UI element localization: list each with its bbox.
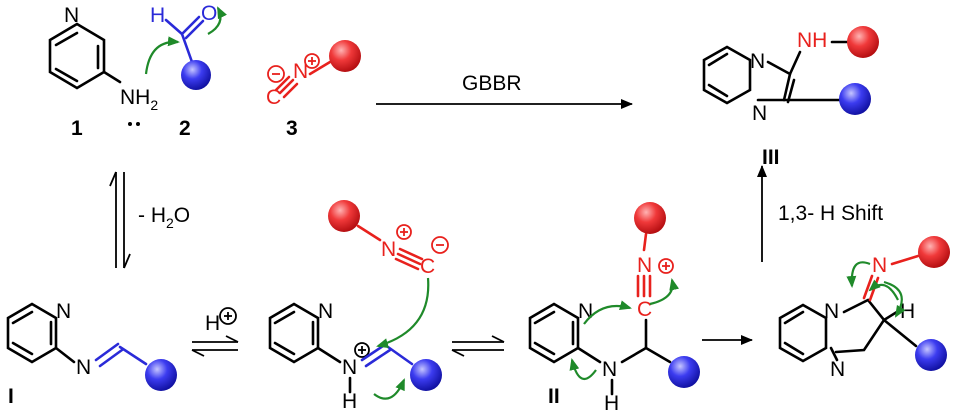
compound-1: NH NH2 1 [48,22,158,140]
compound-I: N N I [6,300,177,408]
iminium-intermediate: N N H N C [268,200,449,411]
electron-arrow [373,378,406,400]
electron-arrow [649,278,680,306]
c2-o-label: O [201,2,217,25]
cII-iso-c: C [637,298,652,321]
c3-nh-label: NH [797,29,827,52]
blue-sphere [915,339,947,371]
cI-imine-n: N [76,356,91,379]
shifted-exo-n: N [872,254,887,277]
compound-1-label: 1 [71,117,83,140]
blue-sphere [839,83,871,115]
blue-sphere [181,60,211,90]
compound-2: H O 2 [144,2,227,140]
cyclized-intermediate: N N H N [778,236,950,381]
shift-label: 1,3- H Shift [778,202,883,225]
electron-arrow [846,261,871,288]
compound-II: N N H C N II [528,202,700,411]
c3-ring-n: N [750,50,765,73]
iminium-n-plus: N [342,356,357,379]
c3-imid-n: N [752,102,767,125]
cII-nh-n: N [602,358,617,381]
iminium-h: H [342,390,357,411]
blue-sphere [410,359,442,391]
cII-iso-n: N [637,254,652,277]
lone-pair-dot [128,122,132,126]
electron-arrow [583,300,632,325]
electron-arrow [207,6,227,35]
shifted-imid-n: N [830,358,845,381]
dehydration-label: - H2O [138,204,190,231]
compound-II-label: II [548,385,560,408]
cII-h: H [604,392,619,411]
compound-III: N N NH III [702,26,879,169]
c3-n-label: N [293,60,308,83]
compound-3: C N 3 [266,40,361,140]
compound-I-label: I [8,385,14,408]
compound-3-label: 3 [286,117,298,140]
compound-III-label: III [762,146,780,169]
shifted-ring-n: N [824,300,839,323]
cII-ring-n: N [578,300,593,323]
iminium-iso-c: C [420,255,435,278]
gbbr-label: GBBR [462,72,522,95]
c1-ring-n: N [64,4,79,27]
c1-nh2-label: NH2 [120,86,158,113]
lone-pair-dot [136,122,140,126]
electron-arrow [144,36,180,75]
c3-c-label: C [266,86,281,109]
electron-arrow [569,358,597,380]
red-sphere [634,202,666,234]
cI-ring-n: N [56,300,71,323]
red-sphere [918,236,950,268]
iminium-ring-n: N [318,300,333,323]
electron-arrow [868,279,899,301]
electron-arrow [376,277,430,348]
protonation-label: H [205,312,220,335]
red-sphere [329,40,361,72]
blue-sphere [145,359,177,391]
iminium-iso-n: N [381,238,396,261]
red-sphere [328,200,360,232]
compound-2-label: 2 [179,117,191,140]
c2-h-label: H [150,4,165,27]
blue-sphere [668,356,700,388]
red-sphere [847,26,879,58]
electron-arrow [883,280,906,318]
